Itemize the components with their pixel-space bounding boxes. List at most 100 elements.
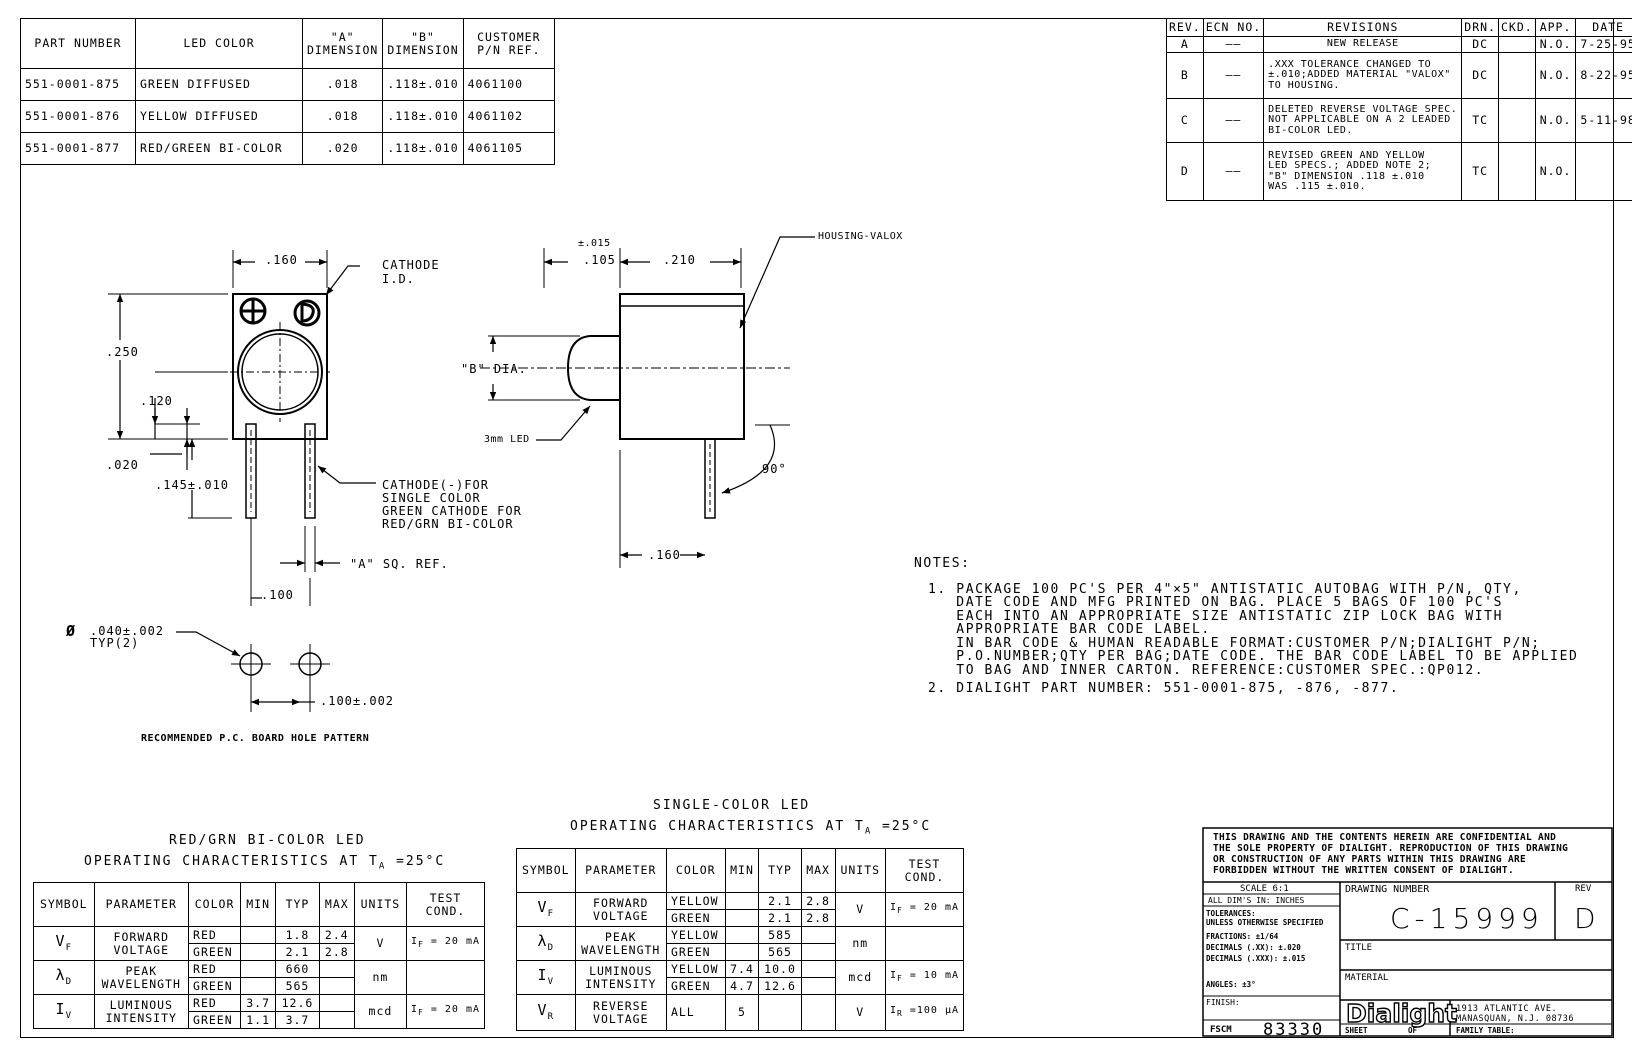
- confidential-line: THIS DRAWING AND THE CONTENTS HEREIN ARE…: [1213, 832, 1557, 843]
- desc-line: LED SPECS.; ADDED NOTE 2;: [1268, 160, 1432, 171]
- test-cell: [405, 960, 486, 995]
- color-cell: ALL: [665, 994, 726, 1031]
- fscm-value: 83330: [1263, 1020, 1325, 1040]
- col-test-cond: TEST COND.: [405, 882, 486, 927]
- units-cell: V: [834, 994, 886, 1031]
- single-title-text: OPERATING CHARACTERISTICS AT T: [570, 819, 865, 834]
- max-cell: [318, 994, 355, 1012]
- single-title-end: =25°C: [872, 819, 932, 834]
- dim-tol-label: ±.015: [578, 238, 611, 249]
- max-cell: [800, 994, 836, 1031]
- symbol-cell: VF: [33, 926, 95, 961]
- note-line: 2. DIALIGHT PART NUMBER: 551-0001-875, -…: [928, 681, 1400, 696]
- of-label: OF: [1408, 1026, 1418, 1035]
- col-typ: TYP: [758, 848, 802, 893]
- drawing-border: [20, 18, 1614, 1038]
- address-line: MANASQUAN, N.J. 08736: [1456, 1014, 1574, 1024]
- angle-label: 90°: [762, 462, 787, 476]
- table-cell: GREEN DIFFUSED: [135, 68, 303, 101]
- col-min: MIN: [724, 848, 760, 893]
- max-cell: [800, 943, 836, 961]
- side-lead: [704, 438, 716, 519]
- dim-standoff-label: .145±.010: [155, 478, 230, 492]
- housing-label: HOUSING-VALOX: [818, 231, 903, 242]
- header-led-color: LED COLOR: [135, 18, 303, 69]
- min-cell: [724, 909, 760, 927]
- min-cell: 1.1: [240, 1011, 277, 1029]
- bicolor-title-2: OPERATING CHARACTERISTICS AT TA =25°C: [84, 854, 445, 872]
- typ-cell: 12.6: [758, 977, 802, 995]
- symbol-cell: VF: [516, 892, 576, 927]
- dim-width-label: .160: [265, 253, 298, 267]
- hole-spacing-label: .100±.002: [320, 694, 395, 708]
- side-view-outline: [480, 293, 790, 440]
- test-cell: [884, 926, 965, 961]
- col-typ: TYP: [275, 882, 320, 927]
- units-cell: mcd: [834, 960, 886, 995]
- drawing-number: C-15999: [1390, 902, 1544, 935]
- col-units: UNITS: [834, 848, 886, 893]
- bicolor-title-sub: A: [378, 861, 387, 872]
- header-part-number: PART NUMBER: [20, 18, 136, 69]
- min-cell: [724, 943, 760, 961]
- min-cell: [240, 926, 277, 944]
- bicolor-table: SYMBOL PARAMETER COLOR MIN TYP MAX UNITS…: [33, 882, 486, 1029]
- min-cell: [240, 943, 277, 961]
- rev-header: REV.: [1166, 18, 1204, 37]
- typ-cell: 12.6: [275, 994, 320, 1012]
- ecn-cell: ——: [1202, 98, 1265, 143]
- max-cell: 2.8: [318, 943, 355, 961]
- col-max: MAX: [318, 882, 355, 927]
- bicolor-title-1: RED/GRN BI-COLOR LED: [169, 833, 366, 848]
- typ-cell: 2.1: [275, 943, 320, 961]
- dim-lead-gap-label: .020: [106, 458, 139, 472]
- color-cell: RED: [188, 960, 242, 978]
- min-cell: [724, 892, 760, 910]
- color-cell: YELLOW: [665, 960, 726, 978]
- table-cell: .018: [301, 68, 384, 101]
- angles-label: ANGLES: ±3°: [1206, 980, 1256, 989]
- color-cell: GREEN: [665, 977, 726, 995]
- cathode-note-2: SINGLE COLOR: [382, 491, 481, 505]
- desc-line: "B" DIMENSION .118 ±.010: [1268, 170, 1425, 182]
- color-cell: YELLOW: [665, 926, 726, 944]
- date-cell: [1575, 142, 1632, 201]
- max-cell: 2.8: [800, 892, 836, 910]
- rev-label: REV: [1575, 884, 1592, 894]
- typ-cell: 3.7: [275, 1011, 320, 1029]
- address-line: 1913 ATLANTIC AVE.: [1456, 1004, 1558, 1014]
- max-cell: 2.4: [318, 926, 355, 944]
- units-cell: V: [353, 926, 407, 961]
- date-cell: 5-11-98: [1575, 98, 1632, 143]
- color-cell: RED: [188, 994, 242, 1012]
- diameter-symbol: Ø: [66, 622, 76, 640]
- max-cell: [800, 960, 836, 978]
- desc-line: .XXX TOLERANCE CHANGED TO: [1268, 58, 1432, 70]
- ckd-cell: [1497, 142, 1536, 201]
- col-min: MIN: [240, 882, 277, 927]
- typ-cell: 1.8: [275, 926, 320, 944]
- note-line: EACH INTO AN APPROPRIATE SIZE ANTISTATIC…: [928, 608, 1504, 624]
- tolerances-label: TOLERANCES: UNLESS OTHERWISE SPECIFIED: [1206, 909, 1323, 927]
- typ-cell: 2.1: [758, 909, 802, 927]
- typ-cell: [758, 994, 802, 1031]
- tolerances-line: TOLERANCES:: [1206, 909, 1256, 918]
- date-cell: 8-22-95: [1575, 52, 1632, 99]
- app-header: APP.: [1534, 18, 1577, 37]
- table-cell: 551-0001-876: [20, 100, 136, 133]
- color-cell: GREEN: [188, 943, 242, 961]
- b-dia-label: "B" DIA.: [461, 362, 527, 376]
- dim-body-label: .210: [663, 253, 696, 267]
- col-units: UNITS: [353, 882, 407, 927]
- col-symbol: SYMBOL: [516, 848, 576, 893]
- cathode-id-label-1: CATHODE: [382, 258, 440, 272]
- typ-cell: 565: [275, 977, 320, 995]
- col-color: COLOR: [665, 848, 726, 893]
- notes-block: NOTES: 1. PACKAGE 100 PC'S PER 4"×5" ANT…: [914, 557, 1578, 696]
- desc-line: ±.010;ADDED MATERIAL "VALOX": [1268, 69, 1451, 81]
- confidential-line: THE SOLE PROPERTY OF DIALIGHT. REPRODUCT…: [1213, 843, 1569, 854]
